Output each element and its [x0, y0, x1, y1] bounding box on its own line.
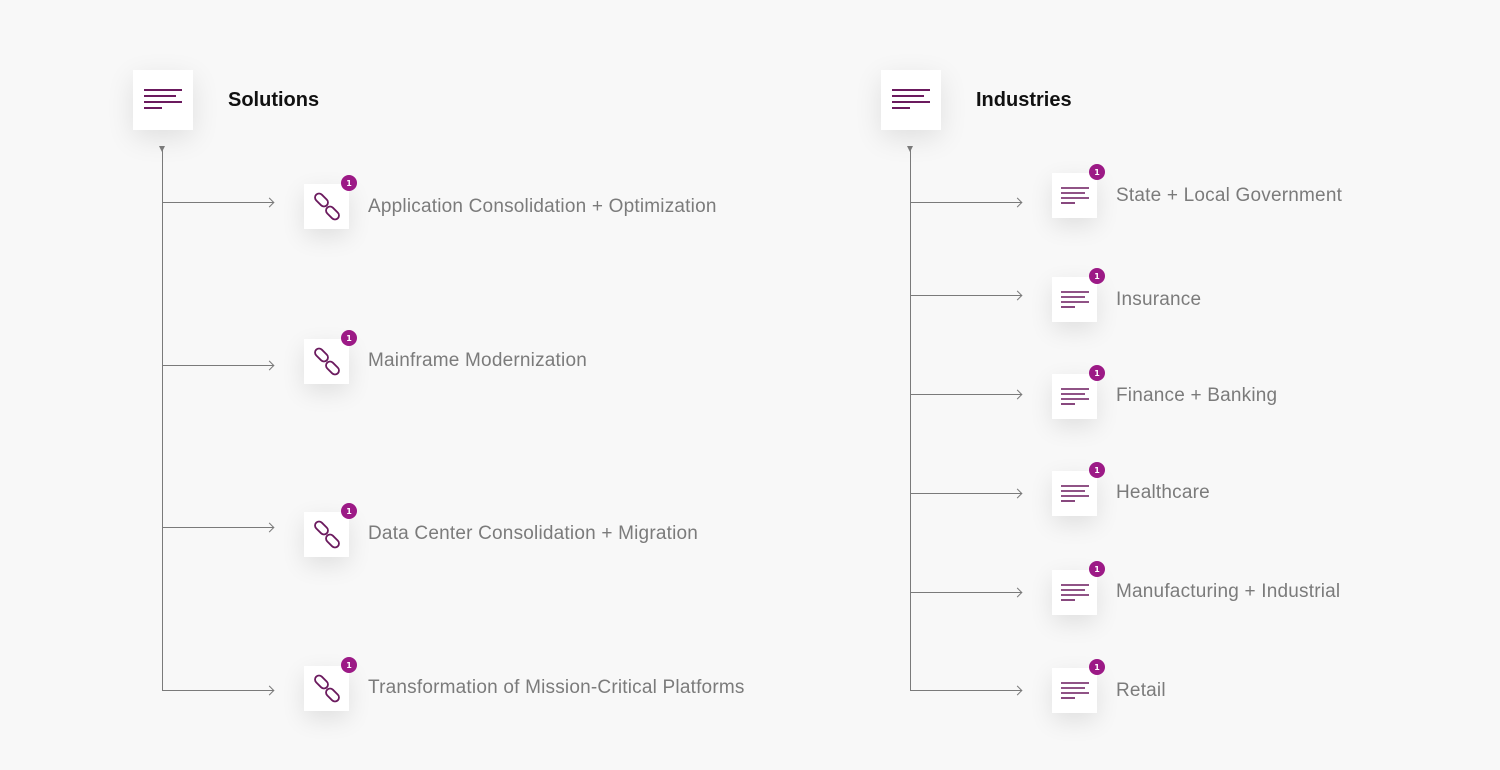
industry-label[interactable]: Insurance — [1116, 289, 1202, 310]
count-badge: 1 — [341, 175, 357, 191]
list-icon — [1060, 583, 1089, 601]
solution-label[interactable]: Mainframe Modernization — [368, 350, 587, 371]
connector-arrow — [910, 202, 1021, 203]
link-icon — [313, 347, 340, 375]
solution-label[interactable]: Transformation of Mission-Critical Platf… — [368, 677, 745, 698]
link-icon — [313, 520, 340, 548]
industry-label[interactable]: Manufacturing + Industrial — [1116, 581, 1341, 602]
industry-node-box[interactable]: 1 — [1052, 561, 1105, 615]
industry-label[interactable]: Retail — [1116, 680, 1166, 701]
list-icon — [1060, 387, 1089, 405]
count-badge: 1 — [1089, 462, 1105, 478]
list-icon — [1060, 484, 1089, 502]
industry-label[interactable]: Finance + Banking — [1116, 385, 1278, 406]
solution-node-box[interactable]: 1 — [304, 503, 357, 557]
industries-title: Industries — [976, 89, 1072, 111]
solution-node-box[interactable]: 1 — [304, 657, 357, 711]
list-icon — [144, 89, 182, 109]
link-icon — [313, 674, 340, 702]
connector-arrow — [910, 690, 1021, 691]
list-icon — [1060, 290, 1089, 308]
trunk-tip — [159, 146, 165, 152]
count-badge: 1 — [1089, 561, 1105, 577]
connector-arrow — [910, 295, 1021, 296]
list-icon — [892, 89, 930, 109]
connector-arrow — [910, 394, 1021, 395]
solutions-title: Solutions — [228, 89, 320, 111]
industry-node-box[interactable]: 1 — [1052, 268, 1105, 322]
connector-arrow — [162, 365, 273, 366]
list-icon — [1060, 186, 1089, 204]
industries-root-box[interactable] — [881, 70, 941, 130]
connector-arrow — [910, 592, 1021, 593]
industry-node-box[interactable]: 1 — [1052, 659, 1105, 713]
industry-label[interactable]: Healthcare — [1116, 482, 1210, 503]
industry-node-box[interactable]: 1 — [1052, 462, 1105, 516]
solution-node-box[interactable]: 1 — [304, 175, 357, 229]
industry-node-box[interactable]: 1 — [1052, 164, 1105, 218]
solutions-trunk — [162, 150, 163, 691]
solutions-root-box[interactable] — [133, 70, 193, 130]
trunk-tip — [907, 146, 913, 152]
list-icon — [1060, 681, 1089, 699]
connector-arrow — [910, 493, 1021, 494]
count-badge: 1 — [1089, 268, 1105, 284]
solution-label[interactable]: Application Consolidation + Optimization — [368, 196, 717, 217]
count-badge: 1 — [341, 503, 357, 519]
solution-node-box[interactable]: 1 — [304, 330, 357, 384]
industry-label[interactable]: State + Local Government — [1116, 185, 1343, 206]
count-badge: 1 — [1089, 164, 1105, 180]
count-badge: 1 — [1089, 659, 1105, 675]
count-badge: 1 — [341, 330, 357, 346]
count-badge: 1 — [341, 657, 357, 673]
solution-label[interactable]: Data Center Consolidation + Migration — [368, 523, 699, 544]
connector-arrow — [162, 202, 273, 203]
connector-arrow — [162, 527, 273, 528]
industry-node-box[interactable]: 1 — [1052, 365, 1105, 419]
industries-trunk — [910, 150, 911, 691]
connector-arrow — [162, 690, 273, 691]
count-badge: 1 — [1089, 365, 1105, 381]
link-icon — [313, 192, 340, 220]
